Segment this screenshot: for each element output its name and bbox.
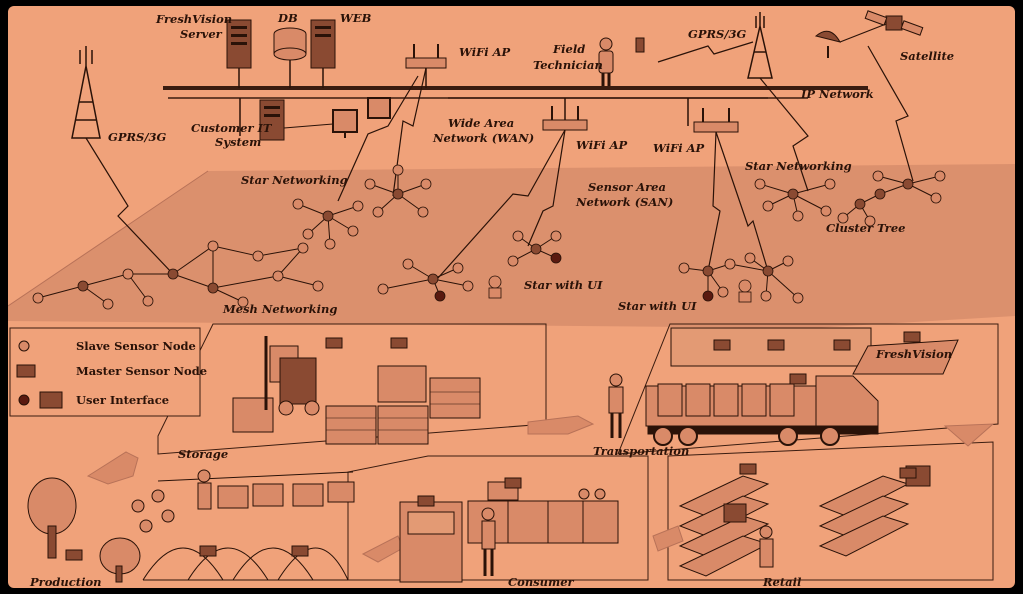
satellite-dish-icon — [816, 31, 840, 58]
label-gprs-right: GPRS/3G — [688, 27, 747, 41]
produce-crates — [218, 482, 354, 508]
legend-ui-swatch — [19, 395, 29, 405]
legend-ui-label: User Interface — [76, 393, 169, 407]
wifi-ap-top-icon — [406, 44, 446, 88]
iot-supply-chain-diagram: Slave Sensor Node Master Sensor Node Use… — [8, 6, 1015, 588]
label-star-ui-mid: Star with UI — [524, 278, 603, 292]
label-san-1: Sensor Area — [588, 180, 666, 194]
label-cluster: Cluster Tree — [826, 221, 905, 235]
transport-worker-icon — [609, 374, 623, 438]
truck-icon — [646, 376, 878, 445]
cell-tower-left-icon — [72, 46, 100, 138]
legend-master-label: Master Sensor Node — [76, 364, 207, 378]
label-db: DB — [277, 11, 298, 25]
legend-slave-label: Slave Sensor Node — [76, 339, 196, 353]
label-wifi-ap-mid: WiFi AP — [576, 138, 628, 152]
label-consumer: Consumer — [508, 575, 575, 588]
label-star-left: Star Networking — [241, 173, 348, 187]
label-wifi-ap-right: WiFi AP — [653, 141, 705, 155]
label-star-right: Star Networking — [745, 159, 852, 173]
label-wan-2: Network (WAN) — [432, 131, 534, 145]
label-server-1: FreshVision — [155, 12, 232, 26]
label-server-2: Server — [180, 27, 223, 41]
wifi-ap-mid-icon — [543, 98, 587, 130]
legend-master-swatch — [17, 365, 35, 377]
label-transportation: Transportation — [593, 444, 689, 458]
label-customer-it-2: System — [215, 135, 261, 149]
satellite-icon — [865, 11, 923, 35]
label-star-ui-right: Star with UI — [618, 299, 697, 313]
label-brand-truck: FreshVision — [875, 347, 952, 361]
san-plane — [8, 164, 1015, 328]
label-san-2: Network (SAN) — [575, 195, 673, 209]
label-wifi-ap-top: WiFi AP — [459, 45, 511, 59]
label-storage: Storage — [178, 447, 228, 461]
label-gprs-left: GPRS/3G — [108, 130, 167, 144]
label-production: Production — [29, 575, 102, 588]
db-icon — [274, 28, 306, 88]
freshvision-server-icon — [227, 20, 251, 88]
label-wan-1: Wide Area — [448, 116, 514, 130]
label-ip-network: IP Network — [800, 87, 874, 101]
label-field-tech-2: Technician — [533, 58, 603, 72]
web-server-icon — [311, 20, 335, 88]
legend: Slave Sensor Node Master Sensor Node Use… — [10, 328, 207, 416]
label-field-tech-1: Field — [552, 42, 585, 56]
wifi-ap-right-icon — [688, 98, 738, 132]
label-web: WEB — [340, 11, 372, 25]
label-mesh: Mesh Networking — [222, 302, 337, 316]
cell-tower-right-icon — [748, 12, 772, 78]
label-retail: Retail — [762, 575, 802, 588]
field-technician-icon — [599, 38, 644, 86]
diagram-canvas: Slave Sensor Node Master Sensor Node Use… — [8, 6, 1015, 588]
label-customer-it-1: Customer IT — [191, 121, 273, 135]
forklift-icon — [266, 336, 319, 415]
label-satellite: Satellite — [900, 49, 954, 63]
retail-shelves-icon — [680, 466, 930, 576]
retail-person-icon — [760, 526, 773, 567]
legend-slave-swatch — [19, 341, 29, 351]
farmer-icon — [198, 470, 211, 509]
